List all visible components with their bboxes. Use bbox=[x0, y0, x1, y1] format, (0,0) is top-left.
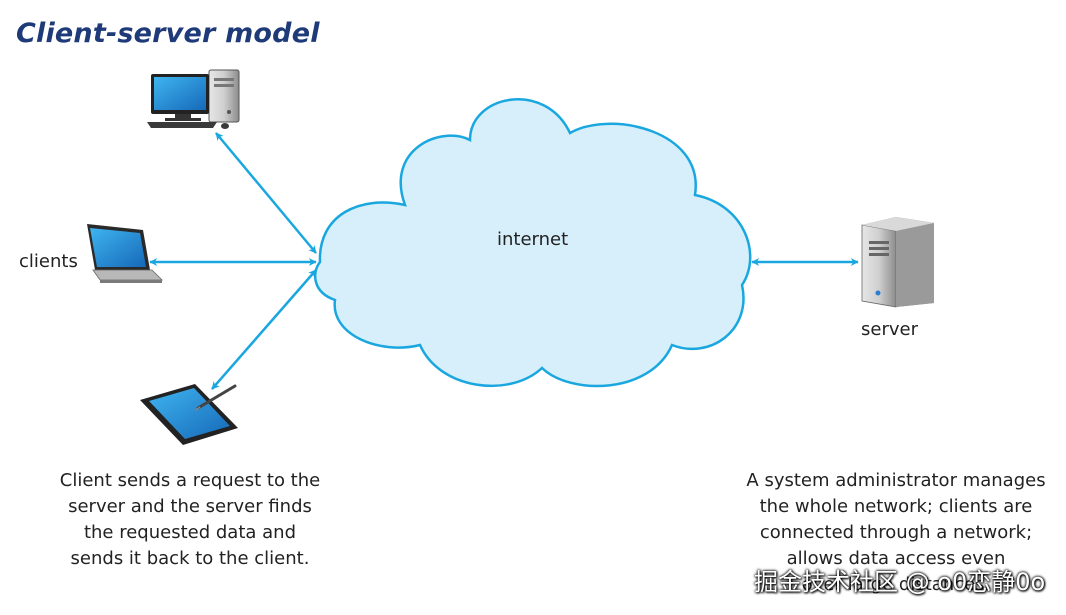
server-tower-icon bbox=[861, 217, 934, 308]
arrow-tablet-internet bbox=[211, 269, 317, 390]
desktop-computer-icon bbox=[147, 69, 240, 129]
clients-label: clients bbox=[19, 251, 78, 272]
watermark-text: 掘金技术社区 @ o0恋静0o bbox=[754, 568, 1046, 596]
tablet-with-stylus-icon bbox=[140, 384, 238, 445]
internet-label: internet bbox=[497, 229, 569, 250]
internet-cloud bbox=[313, 98, 752, 388]
client-caption-line: sends it back to the client. bbox=[70, 548, 310, 569]
server-caption-line: the whole network; clients are bbox=[759, 496, 1033, 517]
diagram-title: Client-server model bbox=[16, 18, 320, 49]
client-caption-line: the requested data and bbox=[83, 522, 297, 543]
server-caption-line: connected through a network; bbox=[759, 522, 1033, 543]
server-caption-line: over large distances. bbox=[801, 574, 991, 595]
server-caption: A system administrator manages the whole… bbox=[736, 468, 1056, 598]
server-caption-line: A system administrator manages bbox=[746, 470, 1046, 491]
client-caption-line: Client sends a request to the bbox=[59, 470, 321, 491]
server-caption-line: allows data access even bbox=[786, 548, 1006, 569]
server-label: server bbox=[861, 319, 918, 340]
client-caption-line: server and the server finds bbox=[68, 496, 312, 517]
arrow-desktop-internet bbox=[215, 132, 317, 254]
client-caption: Client sends a request to the server and… bbox=[40, 468, 340, 572]
laptop-icon bbox=[87, 224, 163, 283]
